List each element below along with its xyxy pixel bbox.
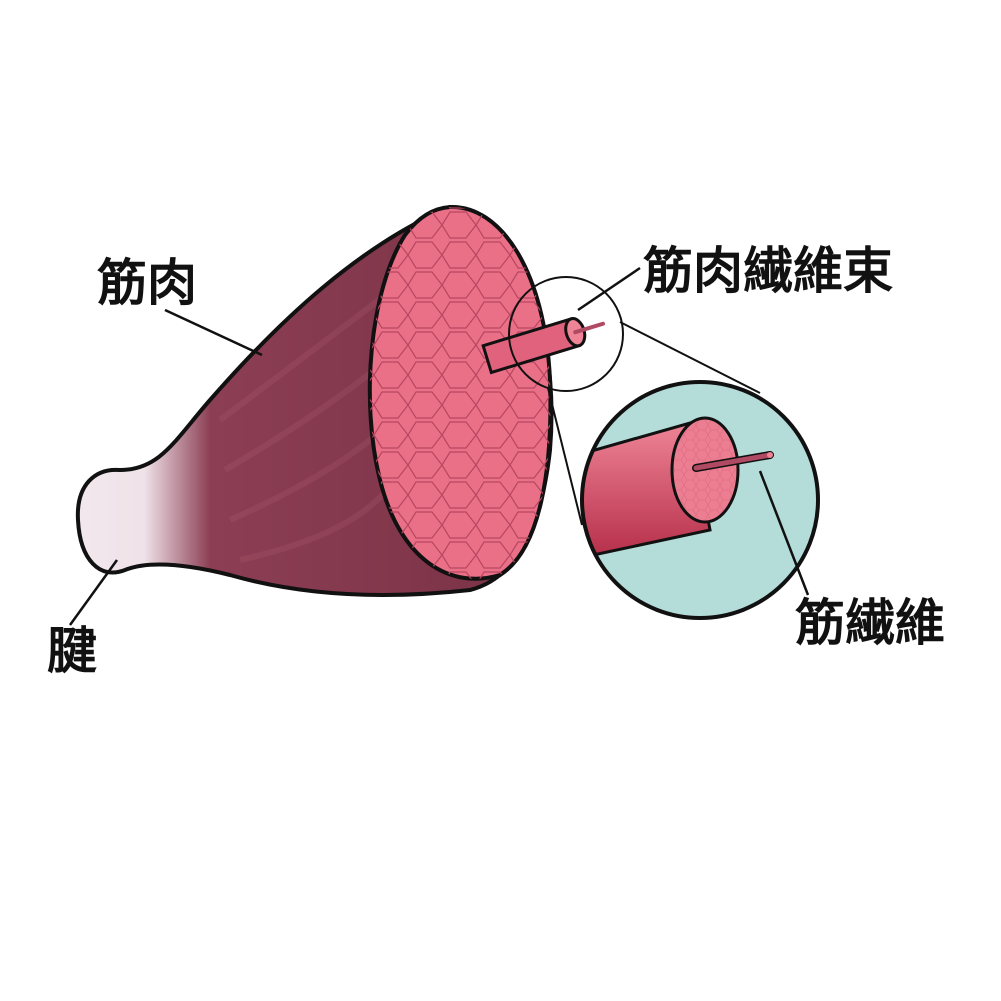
fascicle-cylinder [481,316,605,375]
fascicle-pattern [369,206,551,579]
muscle-leader-line [164,308,263,357]
fiber-leader-line [758,470,810,596]
tendon-leader-line [68,559,119,626]
magnified-view [580,380,820,620]
label-fascicle: 筋肉繊維束 [643,242,893,300]
label-tendon: 腱 [47,622,97,680]
fascicle-leader-line [577,266,641,312]
label-fiber: 筋繊維 [795,594,945,652]
label-muscle: 筋肉 [97,254,197,312]
magnify-source-circle [508,276,624,392]
